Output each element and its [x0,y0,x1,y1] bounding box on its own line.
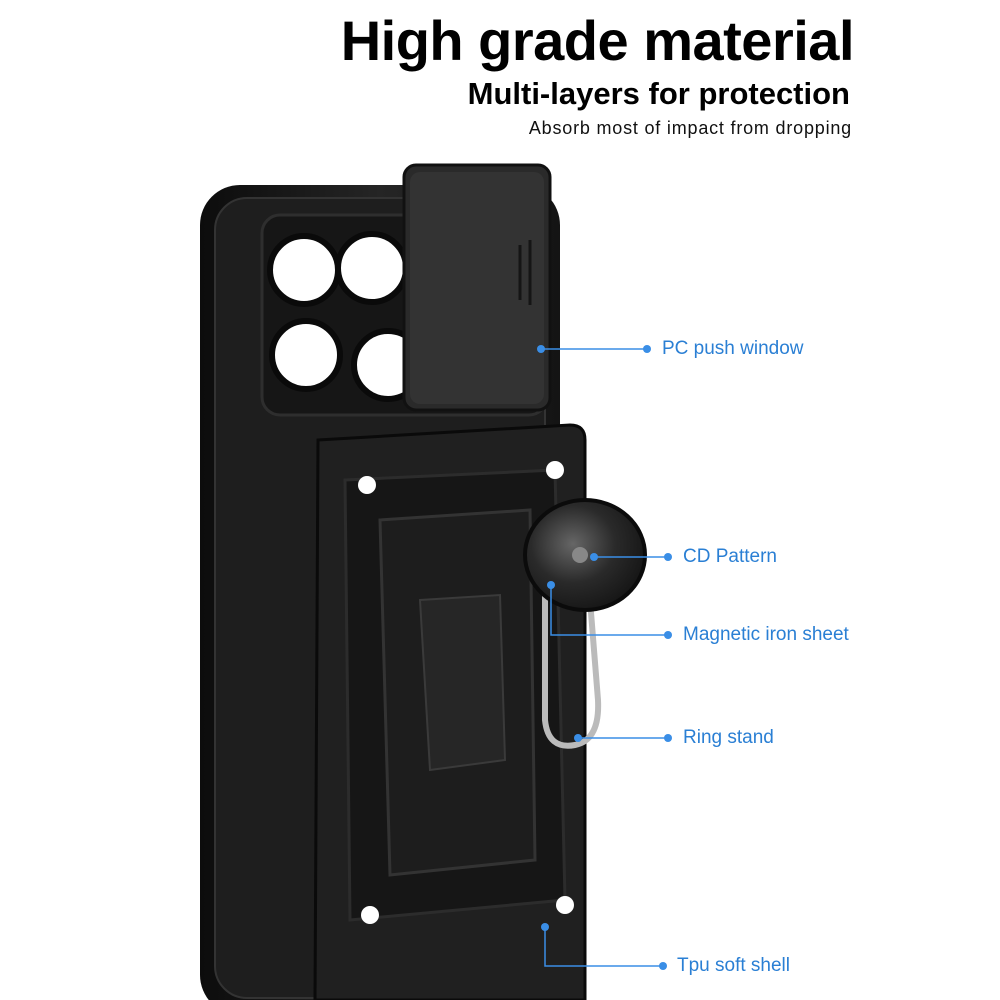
tagline: Absorb most of impact from dropping [528,118,852,138]
headline: High grade material [340,9,855,72]
callout-tpu-soft-shell: Tpu soft shell [677,955,790,976]
callout-pc-push-window: PC push window [662,338,804,359]
callout-cd-pattern: CD Pattern [683,546,777,567]
callout-ring-stand: Ring stand [683,727,774,748]
lens-hole [269,318,343,392]
ring-stand-icon [542,590,602,749]
callout-magnetic-iron-sheet: Magnetic iron sheet [683,624,849,645]
leader-line [544,927,663,967]
lens-hole [335,231,409,305]
leader-line [550,585,668,636]
subheadline: Multi-layers for protection [467,76,850,111]
lens-hole [267,233,341,307]
